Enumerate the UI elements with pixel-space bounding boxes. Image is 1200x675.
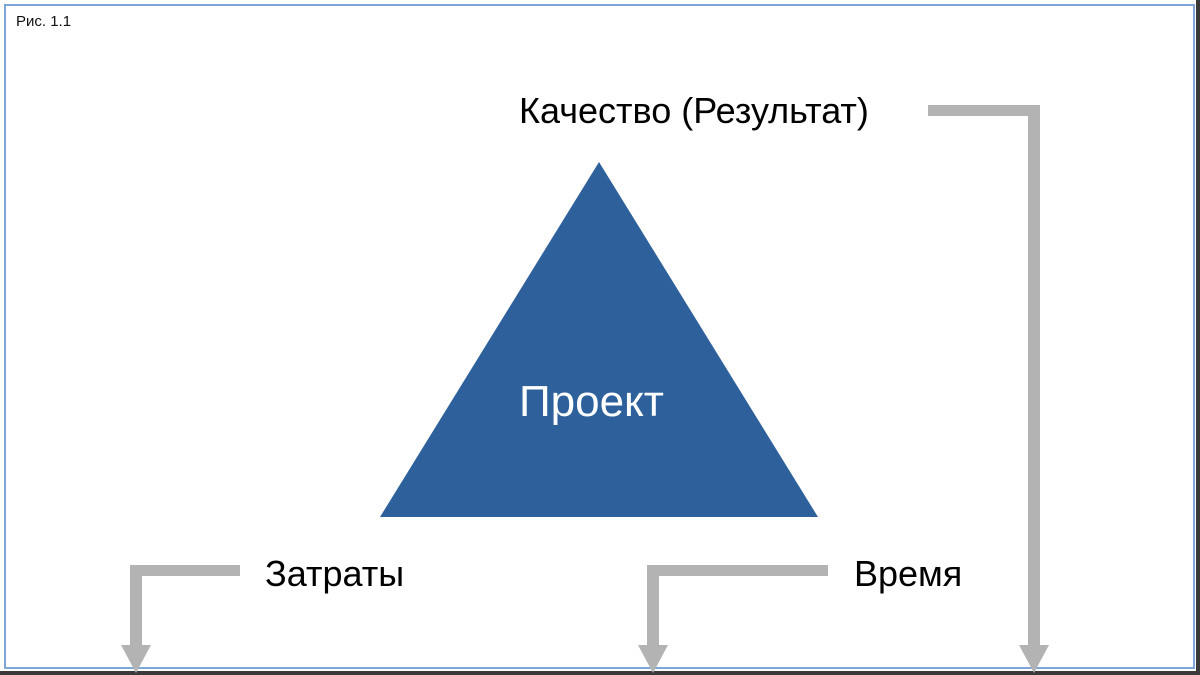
figure-frame	[4, 4, 1195, 669]
cost-connector-arrow	[121, 565, 240, 673]
figure-caption: Рис. 1.1	[16, 13, 72, 30]
time-connector-arrow	[638, 565, 828, 673]
cost-label: Затраты	[265, 553, 405, 594]
quality-label: Качество (Результат)	[519, 90, 869, 131]
project-triangle	[380, 162, 818, 517]
quality-connector-arrow	[928, 105, 1049, 673]
project-label: Проект	[519, 377, 664, 426]
time-label: Время	[854, 553, 963, 594]
